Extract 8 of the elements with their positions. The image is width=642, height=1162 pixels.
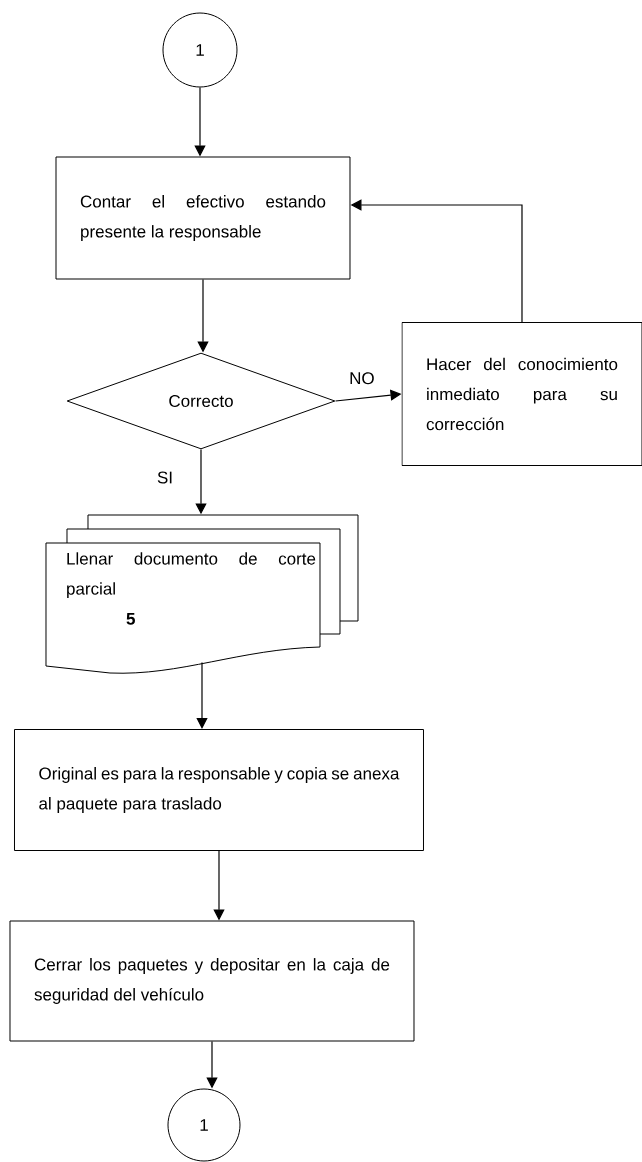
process-box: Cerrar los paquetes y depositar en la caja de seguridad del vehículo bbox=[9, 920, 415, 1042]
arrow bbox=[196, 662, 208, 729]
process-box: Hacer del conocimiento inmediato para su corrección bbox=[401, 322, 642, 466]
process-box: Contar el efectivo estando presente la responsable bbox=[55, 156, 351, 280]
edge-label: NO bbox=[348, 371, 376, 386]
process-box: Original es para la responsable y copia se anexa al paquete para traslado bbox=[14, 729, 424, 851]
document-stack: Llenar documento de corte parcial 5 bbox=[45, 514, 359, 674]
edge-label: SI bbox=[155, 470, 175, 485]
